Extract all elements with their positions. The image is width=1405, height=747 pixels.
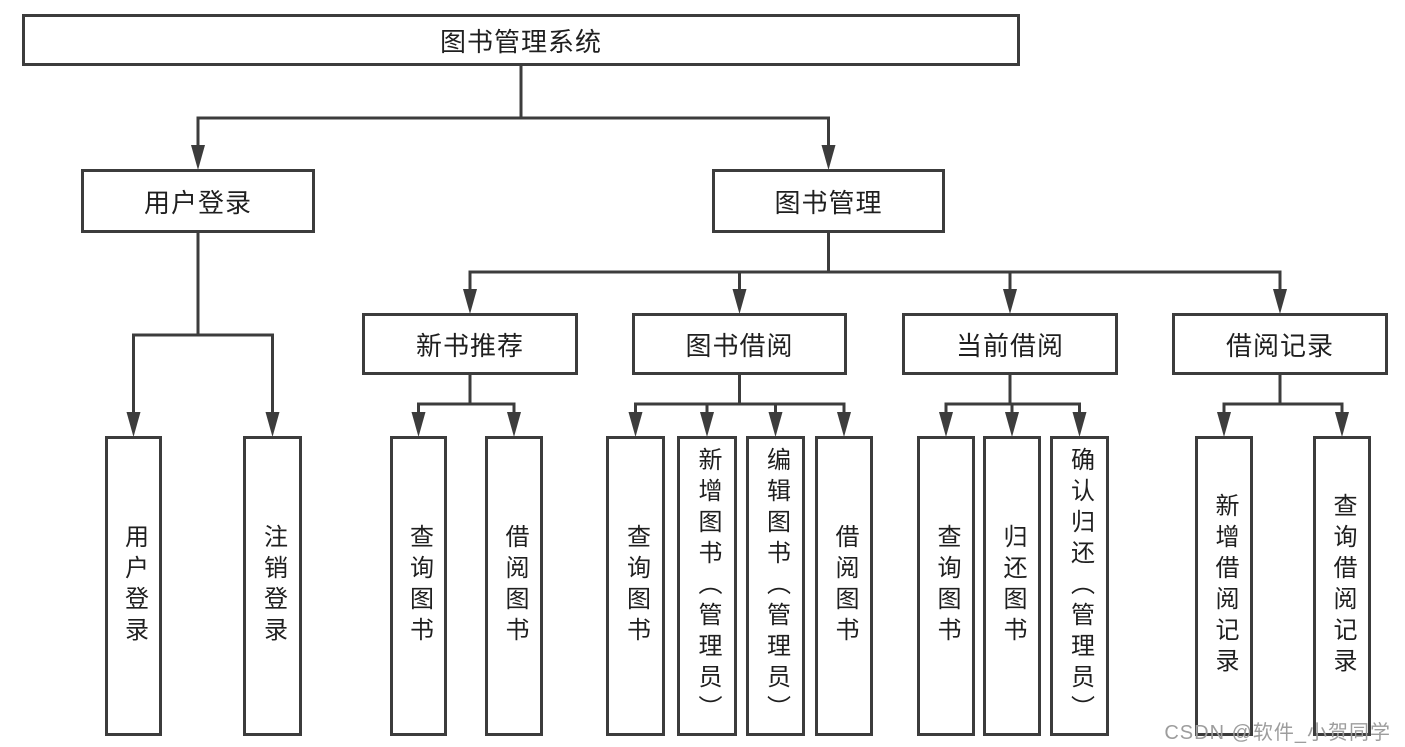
- node-label: 编辑图书（管理员）: [762, 446, 790, 726]
- node-records: 借阅记录: [1172, 313, 1388, 375]
- node-login-logout: 注销登录: [243, 436, 302, 736]
- node-root: 图书管理系统: [22, 14, 1020, 66]
- node-label: 当前借阅: [955, 330, 1064, 361]
- node-label: 图书借阅: [685, 330, 794, 361]
- node-label: 用户登录: [143, 187, 252, 218]
- node-label: 借阅图书: [501, 524, 528, 648]
- node-borrow-edit: 编辑图书（管理员）: [746, 436, 805, 736]
- node-borrow: 图书借阅: [632, 313, 847, 375]
- node-label: 确认归还（管理员）: [1066, 446, 1094, 726]
- node-label: 新书推荐: [415, 330, 524, 361]
- node-newbook: 新书推荐: [362, 313, 578, 375]
- node-mgmt: 图书管理: [712, 169, 945, 233]
- node-label: 借阅图书: [831, 524, 858, 648]
- node-label: 查询图书: [933, 524, 960, 648]
- node-label: 借阅记录: [1225, 330, 1334, 361]
- node-current-confirm: 确认归还（管理员）: [1050, 436, 1109, 736]
- node-current-return: 归还图书: [983, 436, 1041, 736]
- node-borrow-borrow: 借阅图书: [815, 436, 873, 736]
- node-label: 用户登录: [120, 524, 148, 648]
- node-current: 当前借阅: [902, 313, 1118, 375]
- node-records-query: 查询借阅记录: [1313, 436, 1371, 736]
- node-newbook-query: 查询图书: [390, 436, 447, 736]
- node-label: 查询图书: [405, 524, 433, 648]
- node-borrow-add: 新增图书（管理员）: [677, 436, 737, 736]
- node-label: 新增图书（管理员）: [694, 446, 721, 726]
- watermark: CSDN @软件_小贺同学: [1164, 722, 1391, 744]
- node-login: 用户登录: [81, 169, 315, 233]
- node-records-add: 新增借阅记录: [1195, 436, 1253, 736]
- node-label: 查询图书: [622, 524, 650, 648]
- node-newbook-borrow: 借阅图书: [485, 436, 543, 736]
- node-label: 注销登录: [259, 524, 287, 648]
- node-label: 图书管理系统: [439, 26, 602, 57]
- node-login-user: 用户登录: [105, 436, 162, 736]
- node-label: 归还图书: [999, 524, 1026, 648]
- node-label: 图书管理: [774, 187, 883, 218]
- node-label: 查询借阅记录: [1329, 493, 1356, 679]
- node-label: 新增借阅记录: [1211, 493, 1238, 679]
- node-borrow-query: 查询图书: [606, 436, 665, 736]
- node-current-query: 查询图书: [917, 436, 975, 736]
